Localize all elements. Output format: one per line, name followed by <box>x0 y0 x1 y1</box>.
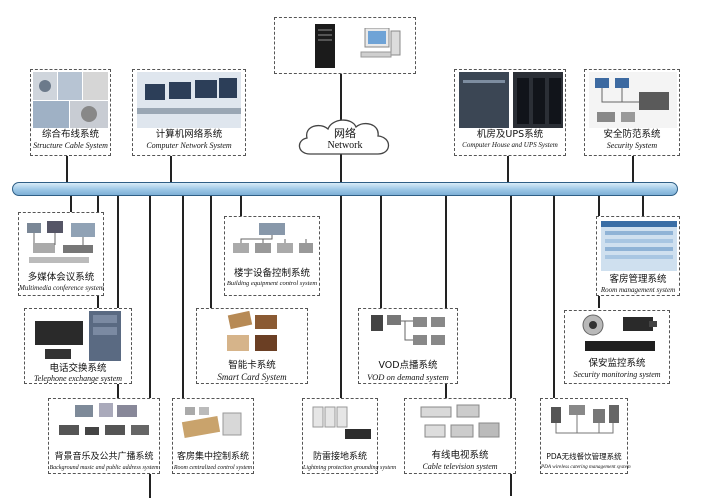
node-title: 防雷接地系统 <box>312 452 367 462</box>
node-subtitle: Smart Card System <box>217 372 287 382</box>
connector-line <box>117 196 119 398</box>
node-title: 计算机网络系统 <box>155 129 223 140</box>
node-title: 客房集中控制系统 <box>176 452 249 462</box>
connector-line <box>70 196 72 212</box>
building-equipment-box: 楼宇设备控制系统 Building equipment control syst… <box>224 216 320 296</box>
computer-network-box: 计算机网络系统 Computer Network System <box>132 69 246 156</box>
vod-box: VOD点播系统 VOD on demand system <box>358 308 458 384</box>
lightning-protection-box: 防雷接地系统 Lightning protection grounding sy… <box>302 398 397 474</box>
audio-equipment-icon <box>59 403 149 435</box>
node-title: 客房管理系统 <box>609 274 667 285</box>
node-subtitle: Lightning protection grounding system <box>303 465 397 471</box>
structure-cable-box: 综合布线系统 Structure Cable System <box>30 69 111 156</box>
node-subtitle: Multimedia conference system <box>19 284 104 292</box>
connector-line <box>632 155 634 182</box>
node-title: 安全防范系统 <box>603 129 661 140</box>
room-management-box: 客房管理系统 Room management system <box>596 216 680 296</box>
node-subtitle: Room management system <box>600 286 676 294</box>
network-cloud <box>298 119 390 155</box>
server-workstation-box <box>274 17 416 74</box>
connector-line <box>642 196 644 216</box>
surge-protector-icon <box>312 406 371 439</box>
cable-tv-equipment-icon <box>420 404 500 438</box>
room-control-device-icon <box>181 407 242 439</box>
cctv-camera-icon <box>582 314 657 351</box>
multimedia-conference-box: 多媒体会议系统 Multimedia conference system <box>18 212 104 296</box>
node-title: 综合布线系统 <box>41 129 99 140</box>
node-title: 机房及UPS系统 <box>476 129 544 140</box>
node-title: 保安监控系统 <box>588 358 646 369</box>
node-subtitle: Computer House and UPS System <box>462 141 558 149</box>
node-subtitle: Computer Network System <box>146 141 232 150</box>
network-label-en: Network <box>327 140 363 151</box>
connector-line <box>182 196 184 400</box>
network-label: 网络 <box>334 127 356 140</box>
node-subtitle: Room centralized control system <box>173 465 253 471</box>
pda-diagram-icon <box>551 405 619 434</box>
connector-line <box>149 196 151 498</box>
node-subtitle: Telephone exchange system <box>33 374 123 383</box>
connector-line <box>340 196 342 398</box>
node-subtitle: Security monitoring system <box>573 370 661 379</box>
workstation-icon <box>360 28 401 58</box>
connector-line <box>210 196 212 308</box>
node-subtitle: Building equipment control system <box>226 280 318 287</box>
office-computers-icon <box>137 72 241 128</box>
node-title: VOD点播系统 <box>378 360 438 371</box>
connector-line <box>507 155 509 182</box>
background-music-box: 背景音乐及公共广播系统 Background music and public … <box>48 398 160 474</box>
connector-line <box>553 196 555 398</box>
node-subtitle: PDA wireless catering management system <box>541 464 631 470</box>
node-subtitle: Cable television system <box>422 462 498 471</box>
cable-photo-icon <box>33 72 108 128</box>
node-subtitle: Security System <box>606 141 658 150</box>
node-title: 背景音乐及公共广播系统 <box>54 452 154 462</box>
network-bus <box>12 182 678 196</box>
node-title: 楼宇设备控制系统 <box>233 268 310 279</box>
connector-line <box>170 155 172 182</box>
node-title: 电话交换系统 <box>49 363 107 374</box>
conference-diagram-icon <box>27 221 95 263</box>
node-subtitle: Background music and public address syst… <box>49 465 159 471</box>
connector-line <box>380 196 382 308</box>
server-icon <box>315 24 335 68</box>
management-software-icon <box>601 221 677 271</box>
node-title: PDA无线餐饮管理系统 <box>546 452 622 461</box>
server-room-icon <box>459 72 563 128</box>
node-subtitle: Structure Cable System <box>33 141 108 150</box>
cable-tv-box: 有线电视系统 Cable television system <box>404 398 516 474</box>
node-title: 多媒体会议系统 <box>27 272 95 283</box>
security-monitoring-box: 保安监控系统 Security monitoring system <box>564 310 670 384</box>
smart-card-icon <box>227 311 277 351</box>
node-title: 智能卡系统 <box>228 360 276 371</box>
smart-card-box: 智能卡系统 Smart Card System <box>196 308 308 384</box>
telephone-switch-icon <box>35 311 121 361</box>
connector-line <box>66 155 68 182</box>
building-control-diagram-icon <box>233 223 313 253</box>
computer-house-ups-box: 机房及UPS系统 Computer House and UPS System <box>454 69 566 156</box>
security-system-box: 安全防范系统 Security System <box>584 69 680 156</box>
connector-line <box>445 196 447 398</box>
node-subtitle: VOD on demand system <box>367 372 449 382</box>
pda-catering-box: PDA无线餐饮管理系统 PDA wireless catering manage… <box>540 398 631 474</box>
connector-line <box>510 196 512 496</box>
connector-line <box>240 196 242 216</box>
telephone-exchange-box: 电话交换系统 Telephone exchange system <box>24 308 132 384</box>
security-diagram-icon <box>589 72 677 128</box>
node-title: 有线电视系统 <box>431 450 489 461</box>
vod-diagram-icon <box>371 315 445 345</box>
room-centralized-box: 客房集中控制系统 Room centralized control system <box>172 398 254 474</box>
